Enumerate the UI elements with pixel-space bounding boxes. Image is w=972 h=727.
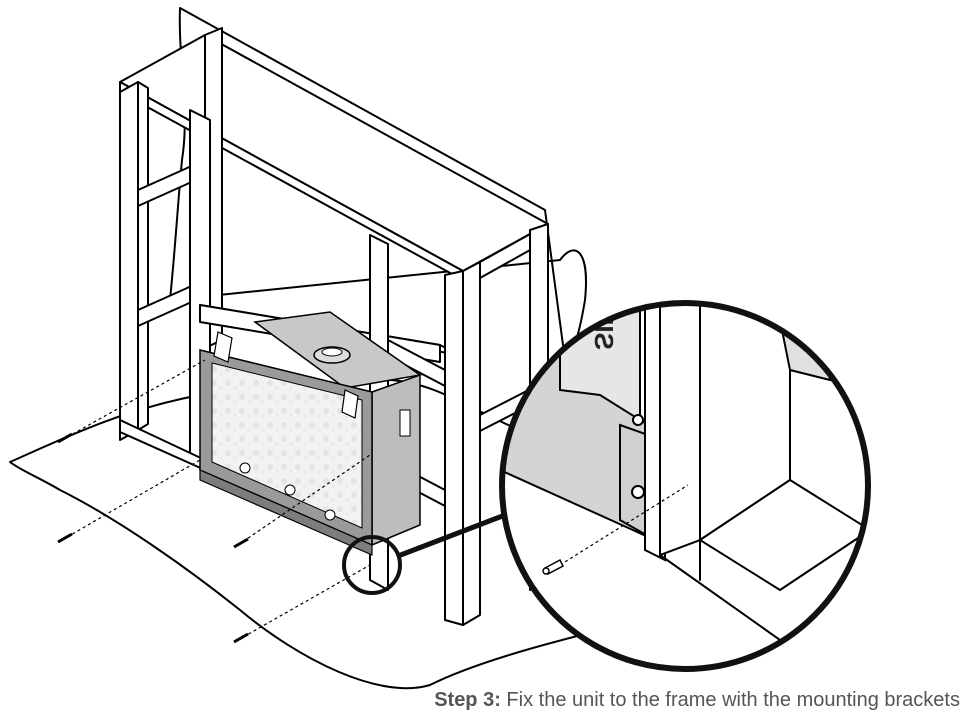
- step-label: Step 3:: [434, 689, 501, 711]
- screw-icon: [57, 532, 73, 544]
- step-caption: Step 3: Fix the unit to the frame with t…: [434, 689, 960, 712]
- step-text: Fix the unit to the frame with the mount…: [500, 689, 960, 711]
- screw-icon: [233, 632, 249, 644]
- screw-icon: [233, 537, 249, 549]
- screw-icon: [542, 558, 564, 576]
- detail-callout: SIDE U: [499, 263, 871, 672]
- side-stamp-text: SIDE U: [589, 263, 619, 350]
- screw-icon: [57, 432, 73, 444]
- callout-leader: [397, 512, 506, 559]
- callout-circle-small: [342, 535, 402, 595]
- fireplace-unit: [199, 311, 422, 556]
